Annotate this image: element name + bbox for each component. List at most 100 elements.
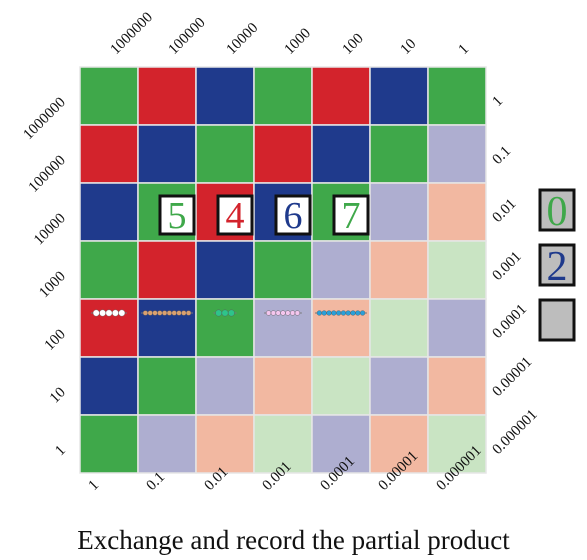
bead bbox=[275, 310, 281, 316]
grid-cell bbox=[427, 356, 487, 416]
bead bbox=[221, 309, 229, 317]
bead bbox=[166, 310, 173, 316]
top-label: 100 bbox=[340, 31, 367, 58]
side-tile-frame bbox=[538, 188, 576, 232]
bead-bar bbox=[91, 309, 127, 317]
grid-cell bbox=[195, 356, 255, 416]
bead bbox=[345, 310, 351, 316]
bead bbox=[162, 310, 168, 316]
grid-cell bbox=[253, 298, 313, 358]
right-label: 1 bbox=[490, 93, 507, 110]
grid-cell bbox=[137, 298, 197, 358]
grid-cell bbox=[195, 240, 255, 300]
bead bbox=[285, 310, 291, 316]
right-label: 0.001 bbox=[490, 249, 525, 284]
bead bbox=[350, 310, 356, 316]
digit-tile-number: 7 bbox=[342, 195, 361, 237]
digit-tile: 6 bbox=[274, 194, 312, 237]
grid-cell bbox=[195, 414, 255, 474]
right-label: 0.1 bbox=[490, 143, 515, 168]
side-result-tile: 2 bbox=[538, 243, 576, 290]
grid-cell bbox=[253, 414, 313, 474]
digit-tile-frame bbox=[216, 194, 254, 236]
side-result-tile bbox=[538, 298, 576, 342]
top-label: 10 bbox=[398, 36, 420, 58]
right-label: 0.0001 bbox=[490, 301, 530, 341]
grid-cell bbox=[311, 414, 371, 474]
grid-cell bbox=[253, 240, 313, 300]
grid-cell bbox=[427, 66, 487, 126]
grid-cell bbox=[79, 66, 139, 126]
grid-cell bbox=[427, 298, 487, 358]
bead bbox=[266, 310, 272, 316]
bead bbox=[92, 309, 100, 317]
right-label: 0.00001 bbox=[490, 354, 536, 400]
bead bbox=[152, 310, 158, 316]
digit-tile: 5 bbox=[158, 194, 196, 237]
right-label: 0.000001 bbox=[490, 407, 541, 458]
bead-bar bbox=[141, 310, 193, 316]
grid-cell bbox=[253, 66, 313, 126]
top-label: 100000 bbox=[166, 15, 209, 58]
grid-cell bbox=[195, 298, 255, 358]
grid-cell bbox=[427, 182, 487, 242]
side-tile-frame bbox=[538, 298, 576, 342]
bead bbox=[157, 310, 163, 316]
top-label: 1000000 bbox=[108, 9, 156, 57]
side-result-tiles: 02 bbox=[538, 188, 576, 342]
digit-tile-number: 6 bbox=[284, 195, 303, 237]
side-result-tile: 0 bbox=[538, 188, 576, 235]
bead-bar bbox=[213, 309, 237, 317]
grid-cell bbox=[369, 124, 429, 184]
top-label: 1000 bbox=[282, 25, 315, 58]
side-tile-number: 2 bbox=[547, 244, 568, 290]
grid-cell bbox=[137, 66, 197, 126]
side-tile-frame bbox=[538, 243, 576, 287]
grid-cell bbox=[137, 240, 197, 300]
grid-cell bbox=[369, 66, 429, 126]
left-label: 10000 bbox=[31, 211, 69, 249]
bead bbox=[321, 310, 327, 316]
grid-cell bbox=[369, 414, 429, 474]
bead bbox=[181, 310, 187, 316]
grid-cell bbox=[79, 356, 139, 416]
left-label: 1 bbox=[52, 443, 69, 460]
bead bbox=[99, 309, 107, 317]
grid-cell bbox=[427, 240, 487, 300]
grid-cell bbox=[79, 240, 139, 300]
grid-cell bbox=[311, 298, 371, 358]
bead-bar bbox=[315, 310, 367, 316]
grid-cell bbox=[195, 124, 255, 184]
grid-cell bbox=[137, 356, 197, 416]
bead bbox=[118, 309, 126, 317]
bead bbox=[331, 310, 337, 316]
grid-cell bbox=[253, 356, 313, 416]
bead bbox=[105, 309, 113, 317]
left-label: 1000000 bbox=[20, 95, 68, 143]
digit-tile-frame bbox=[158, 194, 196, 236]
bottom-label: 1 bbox=[86, 477, 103, 494]
grid-cell bbox=[137, 124, 197, 184]
grid-cell bbox=[427, 414, 487, 474]
grid-cell bbox=[253, 124, 313, 184]
grid-cell bbox=[311, 124, 371, 184]
grid-cell bbox=[137, 414, 197, 474]
bead bbox=[186, 310, 192, 316]
bead-bar bbox=[264, 310, 302, 316]
digit-tile-number: 4 bbox=[226, 195, 245, 237]
bead-bars bbox=[91, 309, 367, 317]
bead bbox=[215, 309, 223, 317]
bead bbox=[340, 310, 347, 316]
grid-cell bbox=[427, 124, 487, 184]
left-label: 10 bbox=[47, 385, 69, 407]
bead bbox=[336, 310, 342, 316]
bead bbox=[326, 310, 332, 316]
digit-tile-frame bbox=[274, 194, 312, 236]
digit-tile-frame bbox=[332, 194, 370, 236]
left-label: 1000 bbox=[36, 269, 69, 302]
bead bbox=[227, 309, 235, 317]
bead bbox=[294, 310, 301, 316]
